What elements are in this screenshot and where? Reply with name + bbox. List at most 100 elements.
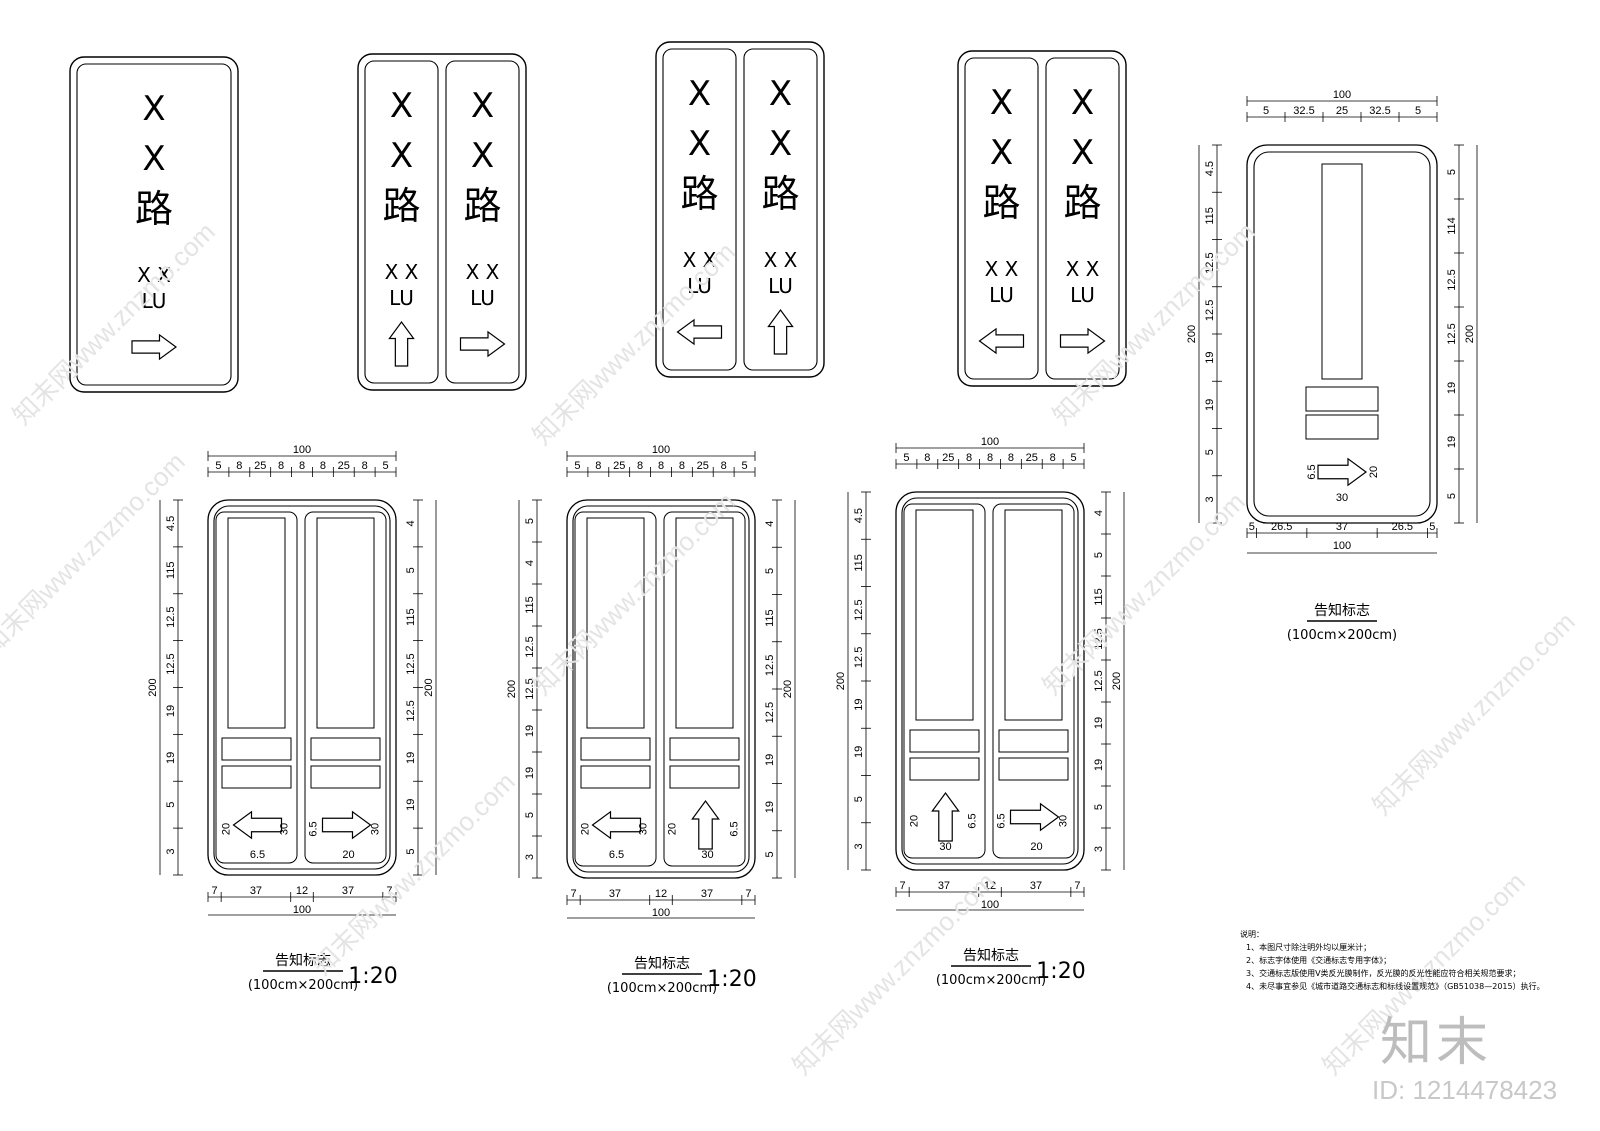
direction-arrow-left <box>676 318 723 346</box>
left-dimension-label: 5 <box>524 518 536 524</box>
bottom-dimension-total: 100 <box>293 904 311 916</box>
chinese-name-box <box>227 517 286 729</box>
top-dimension-label: 8 <box>924 452 930 464</box>
top-dimension-total: 100 <box>1333 89 1351 101</box>
drawing-size: (100cm×200cm) <box>248 978 358 993</box>
sign-road-char: 路 <box>463 184 501 228</box>
sign-road-char: 路 <box>1063 181 1101 225</box>
drawing-inner-border <box>572 505 750 873</box>
sign-pinyin-road: LU <box>470 286 495 310</box>
drawing-caption: 告知标志 <box>963 947 1019 964</box>
bottom-dimension-label: 37 <box>250 885 262 897</box>
right-dimension-label: 5 <box>1093 552 1105 558</box>
pinyin-box <box>998 757 1069 781</box>
pinyin-box <box>221 765 292 789</box>
watermark-text: 知末网www.znzmo.com <box>1046 216 1260 430</box>
note-item-4: 4、未尽事宜参见《城市道路交通标志和标线设置规范》（GB51038—2015）执… <box>1246 982 1545 991</box>
sign-panel-border <box>1045 57 1120 380</box>
right-dimension-label: 12.5 <box>405 653 417 674</box>
drawing-panel-border <box>304 511 387 864</box>
top-dimension-label: 8 <box>299 460 305 472</box>
bottom-dimension-label: 37 <box>1336 521 1348 533</box>
watermark-text: 知末网www.znzmo.com <box>6 216 220 430</box>
arrow-dim-label: 20 <box>1368 466 1380 478</box>
notes-title: 说明： <box>1240 930 1264 939</box>
arrow-dim-label: 20 <box>580 823 592 835</box>
right-dimension-label: 19 <box>405 752 417 764</box>
sign-name-char: X <box>990 83 1013 123</box>
left-dimension-label: 4 <box>524 560 536 566</box>
top-dimension-label: 8 <box>362 460 368 472</box>
bottom-dimension-label: 12 <box>655 888 667 900</box>
right-dimension-label: 12.5 <box>1093 670 1105 691</box>
arrow-dim-label: 20 <box>909 815 921 827</box>
left-dimension-label: 12.5 <box>1204 252 1216 273</box>
right-dimension-label: 19 <box>764 754 776 766</box>
right-dimension-label: 5 <box>405 849 417 855</box>
top-dimension-label: 8 <box>595 460 601 472</box>
sign-outer-border <box>357 53 527 391</box>
right-dimension-total: 200 <box>423 678 435 696</box>
top-dimension-label: 5 <box>215 460 221 472</box>
right-dimension-label: 19 <box>1093 717 1105 729</box>
top-dimension-label: 8 <box>236 460 242 472</box>
right-dimension-label: 5 <box>1093 804 1105 810</box>
drawing-panel-border <box>992 503 1075 859</box>
right-dimension-label: 5 <box>764 568 776 574</box>
arrow-dim-label: 20 <box>342 849 354 861</box>
pinyin-box <box>1305 414 1379 440</box>
bottom-dimension-label: 37 <box>1030 880 1042 892</box>
sign-name-char: X <box>990 133 1013 173</box>
direction-arrow-right <box>459 330 506 358</box>
left-dimension-label: 4.5 <box>165 516 177 531</box>
left-dimension-label: 5 <box>165 802 177 808</box>
watermark-text: 知末网www.znzmo.com <box>1036 486 1250 700</box>
chinese-name-box <box>915 509 974 721</box>
direction-arrow-right <box>131 333 178 361</box>
arrow-dim-label: 30 <box>370 823 382 835</box>
left-dimension-label: 19 <box>1204 352 1216 364</box>
top-dimension-total: 100 <box>652 444 670 456</box>
top-dimension-label: 8 <box>987 452 993 464</box>
arrow-symbol-right <box>1009 802 1060 832</box>
top-dimension-label: 5 <box>1263 105 1269 117</box>
drawing-inner-border <box>901 497 1079 865</box>
left-dimension-label: 115 <box>1204 207 1216 225</box>
pinyin-box <box>1305 386 1379 412</box>
right-dimension-label: 12.5 <box>405 700 417 721</box>
watermark-id: ID: 1214478423 <box>1372 1075 1558 1105</box>
left-dimension-label: 12.5 <box>165 653 177 674</box>
chinese-name-box <box>675 517 734 729</box>
right-dimension-label: 3 <box>1093 846 1105 852</box>
left-dimension-label: 5 <box>524 812 536 818</box>
right-dimension-label: 115 <box>1093 588 1105 606</box>
sign-outer-border <box>655 41 825 378</box>
arrow-symbol-up <box>691 799 720 850</box>
top-dimension-total: 100 <box>293 444 311 456</box>
right-dimension-label: 19 <box>764 801 776 813</box>
arrow-symbol-right <box>321 810 372 840</box>
left-dimension-label: 3 <box>524 854 536 860</box>
bottom-dimension-total: 100 <box>1333 540 1351 552</box>
sign-name-char: X <box>390 136 413 176</box>
top-dimension-label: 25 <box>254 460 266 472</box>
left-dimension-label: 115 <box>853 554 865 572</box>
right-dimension-label: 19 <box>405 799 417 811</box>
right-dimension-label: 5 <box>405 567 417 573</box>
sign-panel-border <box>445 60 520 384</box>
left-dimension-label: 19 <box>165 705 177 717</box>
pinyin-box <box>580 737 651 761</box>
bottom-dimension-label: 37 <box>938 880 950 892</box>
sign-panel-border <box>364 60 439 384</box>
notes-block: 说明： 1、本图尺寸除注明外均以厘米计； 2、标志字体使用《交通标志专用字体》；… <box>1240 928 1570 993</box>
right-dimension-total: 200 <box>1464 325 1476 343</box>
bottom-dimension-label: 7 <box>386 885 392 897</box>
arrow-dim-label: 20 <box>667 823 679 835</box>
sign-name-char: X <box>142 139 165 179</box>
sign-pinyin-road: LU <box>989 283 1014 307</box>
left-dimension-label: 12.5 <box>853 599 865 620</box>
bottom-dimension-total: 100 <box>981 899 999 911</box>
left-dimension-label: 3 <box>165 849 177 855</box>
sign-panel-border <box>743 48 818 371</box>
